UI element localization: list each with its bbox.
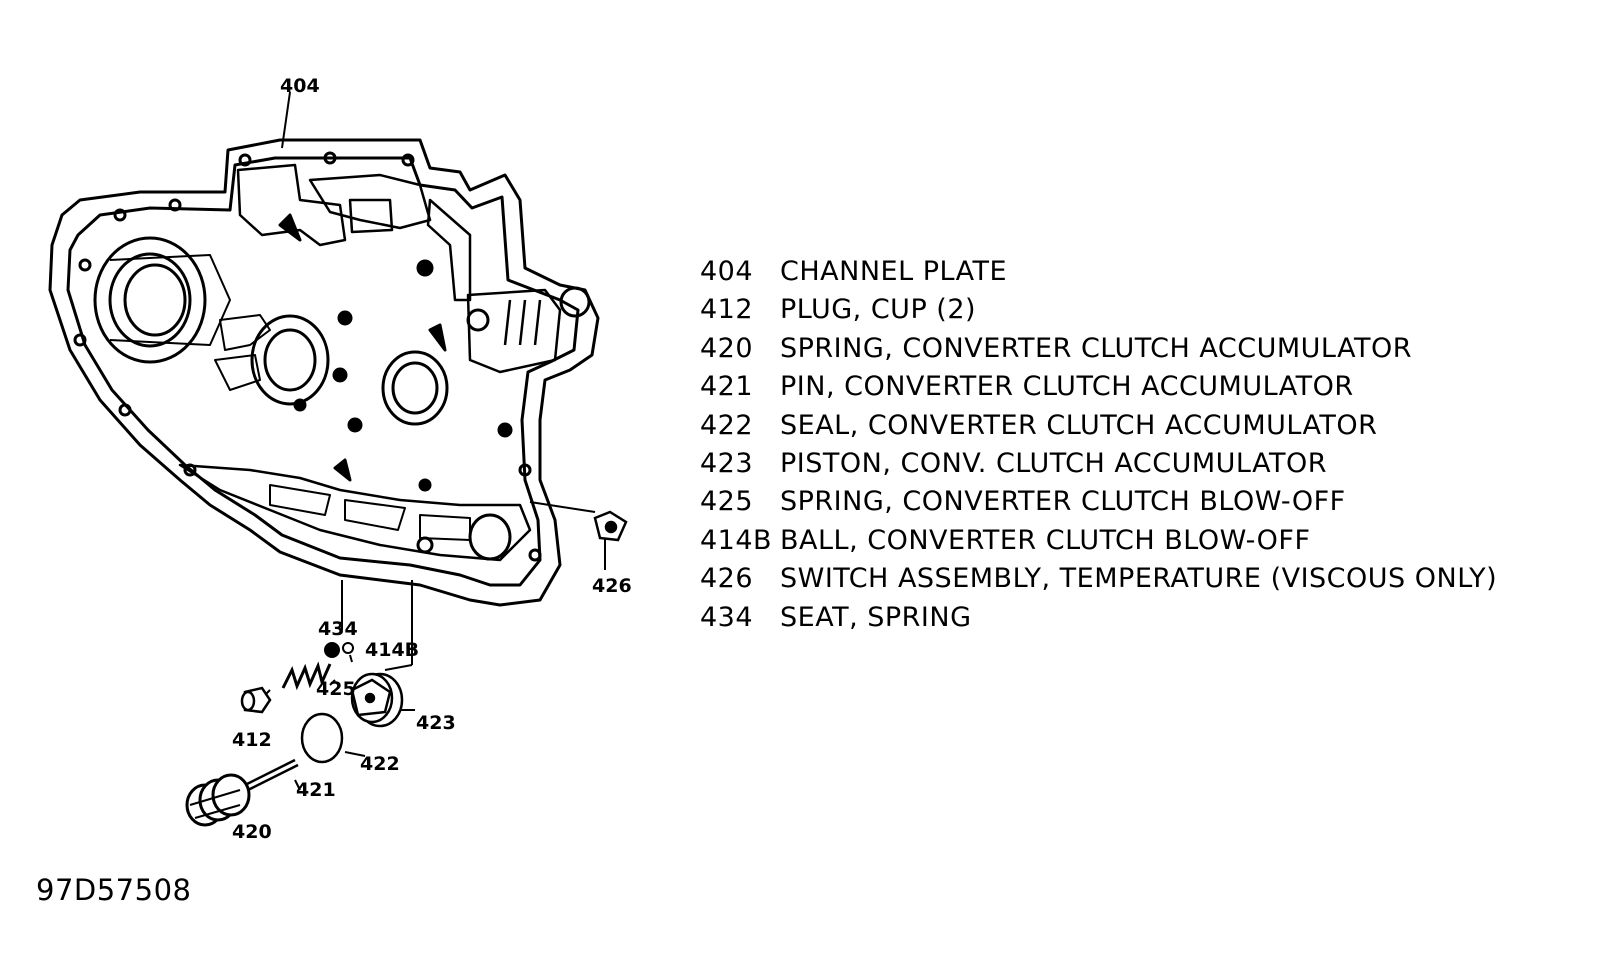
legend-row: 421 PIN, CONVERTER CLUTCH ACCUMULATOR (700, 368, 1497, 406)
callout-420: 420 (232, 821, 272, 843)
ball-414b (342, 642, 354, 654)
channel-plate (48, 138, 600, 607)
legend-description: SPRING, CONVERTER CLUTCH ACCUMULATOR (780, 332, 1412, 364)
legend-description: SWITCH ASSEMBLY, TEMPERATURE (VISCOUS ON… (780, 563, 1498, 595)
legend-description: SEAT, SPRING (780, 601, 972, 633)
legend-row: 412 PLUG, CUP (2) (700, 291, 1497, 329)
legend-description: CHANNEL PLATE (780, 256, 1008, 287)
callout-434: 434 (318, 618, 358, 640)
legend-number: 414B (700, 524, 773, 556)
legend-number: 420 (700, 332, 754, 364)
spring-425 (281, 661, 332, 691)
legend-number: 412 (700, 294, 754, 326)
piston-423 (350, 672, 404, 728)
legend-number: 423 (700, 448, 754, 480)
callout-404: 404 (280, 75, 320, 97)
pin-421 (244, 758, 299, 792)
callout-426: 426 (592, 575, 632, 597)
legend-number: 404 (700, 256, 754, 287)
legend-description: PLUG, CUP (2) (780, 294, 977, 326)
legend-number: 421 (700, 371, 754, 403)
legend-description: SEAL, CONVERTER CLUTCH ACCUMULATOR (780, 409, 1378, 441)
legend-description: SPRING, CONVERTER CLUTCH BLOW-OFF (780, 486, 1346, 518)
legend-number: 425 (700, 486, 754, 518)
legend-number: 422 (700, 409, 754, 441)
plug-cup-412 (240, 686, 272, 714)
legend-row: 404 CHANNEL PLATE (700, 253, 1497, 291)
figure-id: 97D57508 (36, 873, 192, 907)
legend-description: BALL, CONVERTER CLUTCH BLOW-OFF (780, 524, 1311, 556)
callout-412: 412 (232, 729, 272, 751)
callout-423: 423 (416, 712, 456, 734)
legend-row: 423 PISTON, CONV. CLUTCH ACCUMULATOR (700, 445, 1497, 483)
legend-row: 425 SPRING, CONVERTER CLUTCH BLOW-OFF (700, 483, 1497, 521)
switch-assembly-426 (593, 510, 628, 542)
spring-420 (185, 773, 251, 827)
legend-description: PIN, CONVERTER CLUTCH ACCUMULATOR (780, 371, 1354, 403)
seal-422 (300, 712, 344, 764)
legend-description: PISTON, CONV. CLUTCH ACCUMULATOR (780, 448, 1327, 480)
seat-spring-434 (324, 642, 340, 658)
callout-414b: 414B (365, 639, 419, 661)
callout-422: 422 (360, 753, 400, 775)
legend-row: 434 SEAT, SPRING (700, 599, 1497, 637)
legend-row: 426 SWITCH ASSEMBLY, TEMPERATURE (VISCOUS… (700, 560, 1497, 598)
legend-number: 426 (700, 563, 754, 595)
legend-row: 422 SEAL, CONVERTER CLUTCH ACCUMULATOR (700, 407, 1497, 445)
callout-421: 421 (296, 779, 336, 801)
legend-number: 434 (700, 601, 754, 633)
callout-425: 425 (316, 678, 356, 700)
legend-row: 420 SPRING, CONVERTER CLUTCH ACCUMULATOR (700, 330, 1497, 368)
